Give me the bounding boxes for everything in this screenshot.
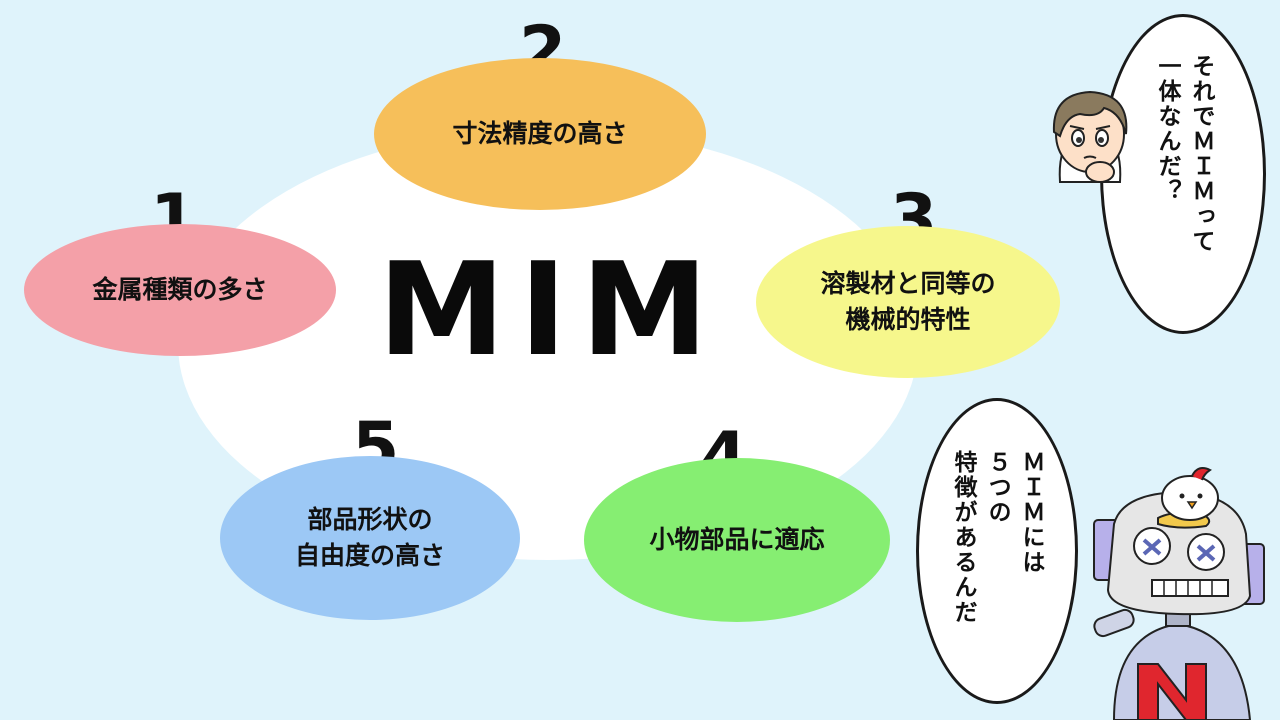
feature-label-4: 小物部品に適応 <box>649 525 825 554</box>
feature-4: 小物部品に適応 <box>584 458 890 622</box>
feature-3: 溶製材と同等の 機械的特性 <box>756 226 1060 378</box>
feature-5: 部品形状の 自由度の高さ <box>220 456 520 620</box>
feature-label-1: 金属種類の多さ <box>92 275 268 304</box>
thinking-boy-icon <box>1052 90 1128 183</box>
feature-2: 寸法精度の高さ <box>374 58 706 210</box>
feature-label-5: 部品形状の 自由度の高さ <box>294 505 445 570</box>
feature-label-3: 溶製材と同等の 機械的特性 <box>820 269 996 334</box>
robot-with-bird-icon <box>1093 467 1265 720</box>
speech-text-top: それでＭＩＭって 一体なんだ？ <box>1154 54 1214 254</box>
speech-bubble-top <box>1100 14 1266 334</box>
feature-1: 金属種類の多さ <box>24 224 336 356</box>
speech-bubble-bottom <box>916 398 1078 704</box>
feature-label-2: 寸法精度の高さ <box>452 119 628 148</box>
speech-text-bottom: ＭＩＭには ５つの 特徴があるんだ <box>950 450 1044 625</box>
center-title: MIM <box>377 235 723 385</box>
